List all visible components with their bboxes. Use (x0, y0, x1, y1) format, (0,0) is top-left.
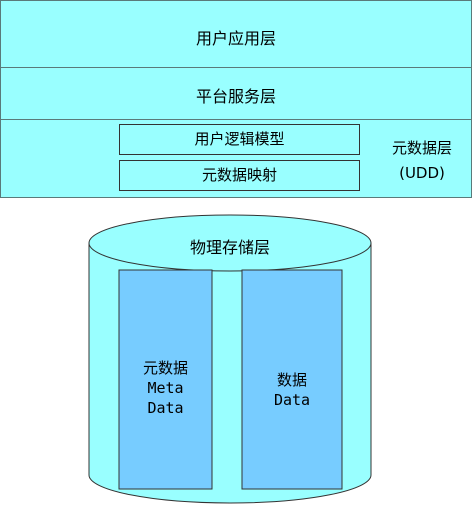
metadata-column-line2: Meta (147, 379, 184, 397)
user-logic-model-box: 用户逻辑模型 (119, 124, 360, 155)
data-column-line1: 数据 (276, 371, 307, 389)
user-application-layer: 用户应用层 (0, 0, 472, 68)
user-application-layer-label: 用户应用层 (195, 29, 276, 48)
metadata-mapping-box: 元数据映射 (119, 160, 360, 191)
metadata-column-text: 元数据 Meta Data (119, 358, 212, 418)
platform-service-layer-label: 平台服务层 (195, 87, 276, 106)
storage-title: 物理存储层 (189, 238, 270, 257)
data-column (241, 269, 343, 490)
cylinder-top (88, 214, 372, 272)
udd-label: (UDD) (399, 164, 445, 182)
metadata-column-line1: 元数据 (142, 359, 188, 377)
data-column-text: 数据 Data (242, 370, 342, 410)
data-column-line2: Data (273, 391, 311, 409)
metadata-layer-label: 元数据层 (391, 139, 452, 157)
metadata-column-line3: Data (147, 399, 184, 417)
metadata-column (118, 269, 213, 490)
